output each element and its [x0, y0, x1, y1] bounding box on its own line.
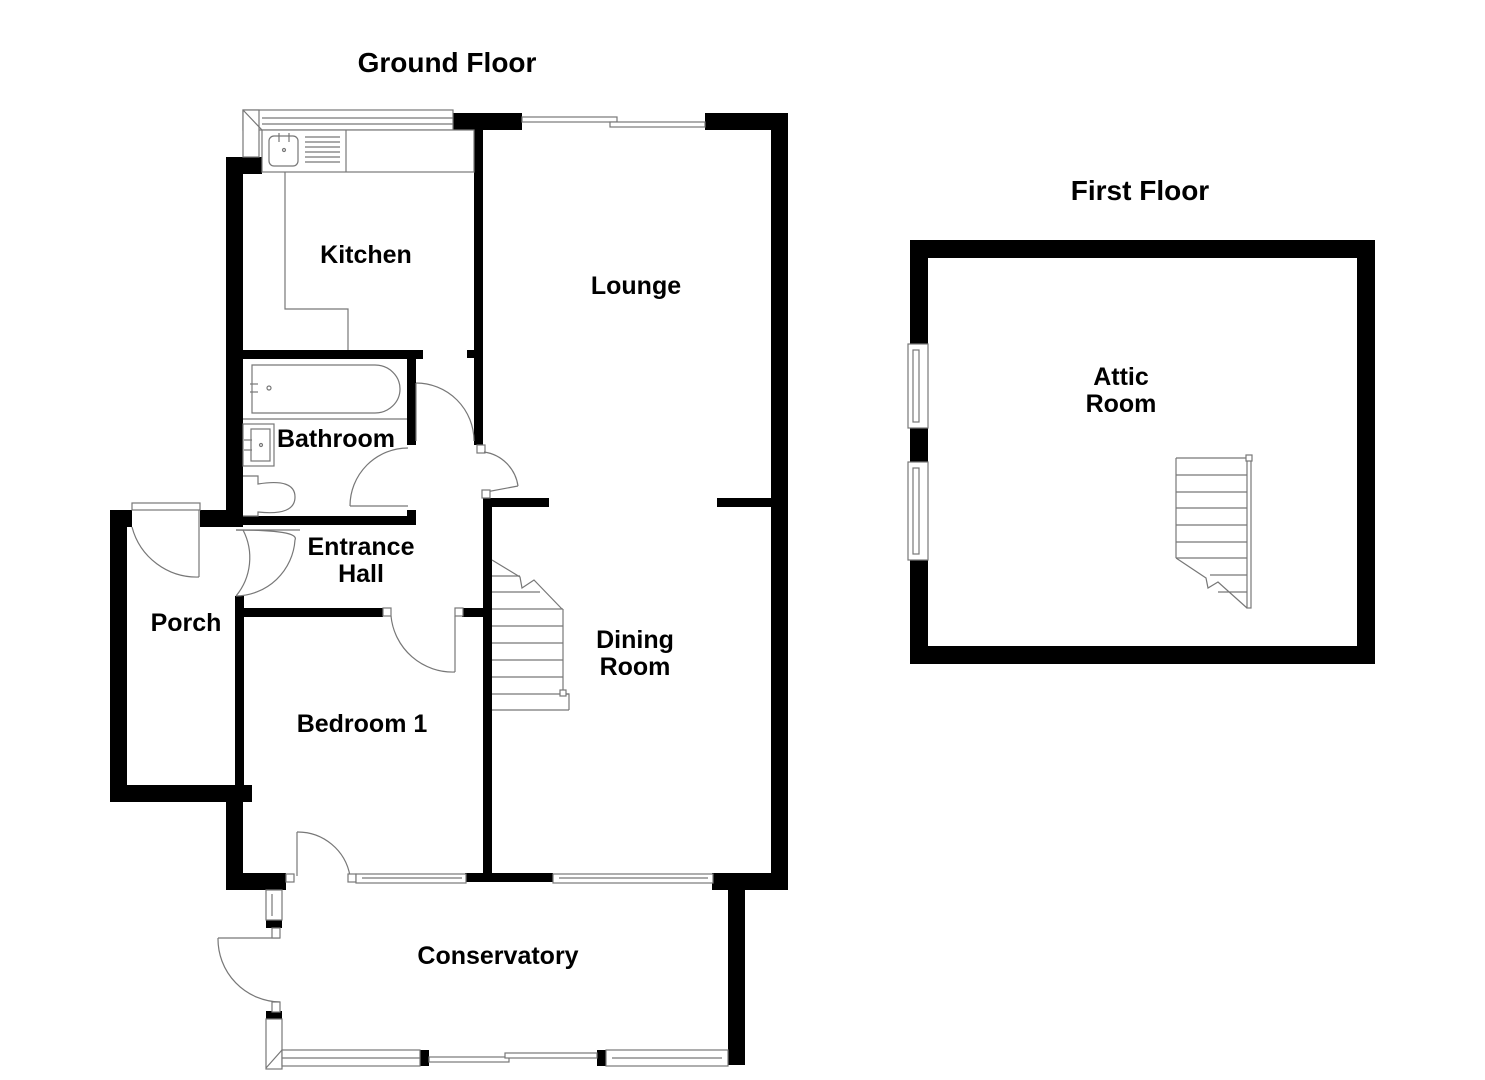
toilet-icon	[243, 475, 296, 517]
first-floor-labels: Attic Room	[1086, 363, 1157, 418]
room-label-bedroom-1: Bedroom 1	[297, 710, 428, 738]
room-label-entrance-hall-line1: Entrance	[308, 533, 415, 561]
room-label-kitchen: Kitchen	[320, 241, 412, 269]
room-label-porch: Porch	[151, 609, 222, 637]
room-label-entrance-hall-line2: Hall	[338, 560, 384, 588]
basin-icon	[242, 423, 275, 467]
room-label-lounge: Lounge	[591, 272, 681, 300]
ground-floor-fixtures	[131, 109, 729, 1070]
ground-floor-labels: Kitchen Lounge Bathroom Entrance Hall Po…	[151, 241, 682, 970]
room-label-conservatory: Conservatory	[417, 942, 578, 970]
room-label-attic-room-line1: Attic	[1093, 363, 1149, 391]
first-floor-walls	[910, 240, 1375, 664]
room-label-dining-room-line1: Dining	[596, 626, 674, 654]
first-floor-fixtures	[907, 343, 1253, 609]
room-label-attic-room-line2: Room	[1086, 390, 1157, 418]
first-floor-title: First Floor	[1071, 175, 1210, 206]
bathtub-icon	[243, 364, 407, 420]
ground-floor-title: Ground Floor	[358, 47, 537, 78]
room-label-bathroom: Bathroom	[277, 425, 395, 453]
ground-floor-walls	[110, 113, 788, 1066]
sink-icon	[268, 133, 340, 167]
attic-staircase-icon	[1175, 454, 1253, 609]
staircase-icon	[491, 559, 570, 711]
door-swings	[131, 382, 519, 1013]
room-label-dining-room-line2: Room	[600, 653, 671, 681]
